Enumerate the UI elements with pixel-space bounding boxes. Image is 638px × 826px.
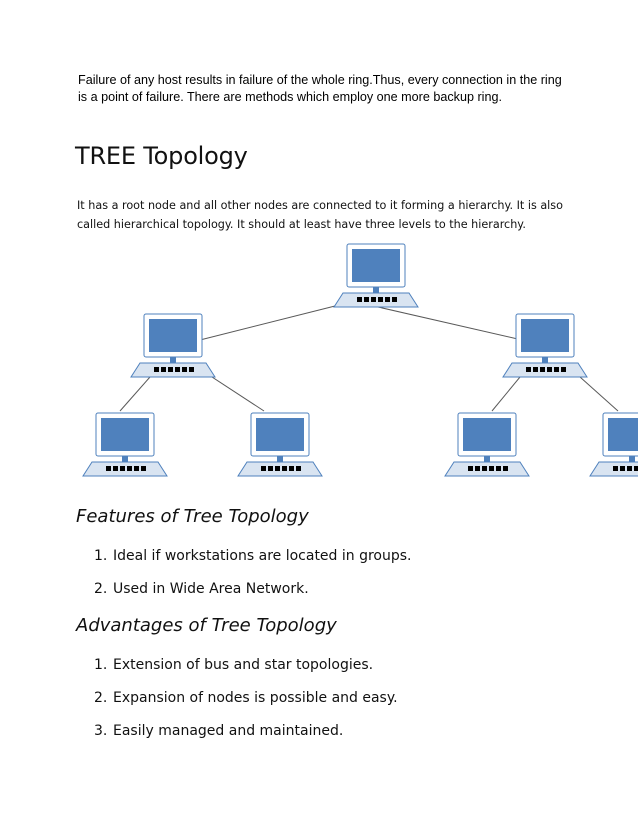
network-links — [119, 305, 619, 412]
lead-line-2: called hierarchical topology. It should … — [77, 218, 526, 231]
link-right-child2 — [579, 376, 619, 412]
list-text: Ideal if workstations are located in gro… — [113, 548, 412, 564]
list-number: 3. — [94, 723, 108, 739]
computer-icon — [444, 412, 530, 477]
list-item: 1. Extension of bus and star topologies. — [94, 657, 398, 690]
list-text: Extension of bus and star topologies. — [113, 657, 374, 673]
page-title: TREE Topology — [75, 142, 248, 170]
link-left-child2 — [211, 376, 265, 412]
list-item: 2. Expansion of nodes is possible and eas… — [94, 690, 398, 723]
list-text: Easily managed and maintained. — [113, 723, 344, 739]
list-item: 3. Easily managed and maintained. — [94, 723, 398, 756]
list-number: 1. — [94, 657, 108, 673]
computer-icon — [502, 313, 588, 378]
link-left-child1 — [119, 376, 151, 412]
features-heading: Features of Tree Topology — [76, 506, 309, 527]
lead-paragraph: It has a root node and all other nodes a… — [77, 196, 577, 234]
list-text: Expansion of nodes is possible and easy. — [113, 690, 398, 706]
tree-topology-diagram — [82, 243, 638, 477]
computer-icon — [237, 412, 323, 477]
advantages-list: 1.Extension of bus and star topologies. … — [94, 657, 398, 756]
lead-line-1: It has a root node and all other nodes a… — [77, 199, 563, 212]
computer-icon — [130, 313, 216, 378]
list-item: 1. Ideal if workstations are located in g… — [94, 548, 412, 581]
computer-icon — [82, 412, 168, 477]
list-number: 1. — [94, 548, 108, 564]
intro-line-2: is a point of failure. There are methods… — [78, 90, 502, 104]
computer-icon — [333, 243, 419, 308]
list-text: Used in Wide Area Network. — [113, 581, 309, 597]
features-list: 1. Ideal if workstations are located in g… — [94, 548, 412, 614]
list-number: 2. — [94, 581, 108, 597]
advantages-heading: Advantages of Tree Topology — [76, 615, 337, 636]
list-number: 2. — [94, 690, 108, 706]
computer-icon — [589, 412, 638, 477]
list-item: 2. Used in Wide Area Network. — [94, 581, 412, 614]
intro-paragraph: Failure of any host results in failure o… — [78, 72, 578, 106]
link-root-left — [199, 305, 336, 341]
link-root-right — [377, 306, 523, 341]
link-right-child1 — [491, 376, 521, 412]
intro-line-1: Failure of any host results in failure o… — [78, 73, 562, 87]
